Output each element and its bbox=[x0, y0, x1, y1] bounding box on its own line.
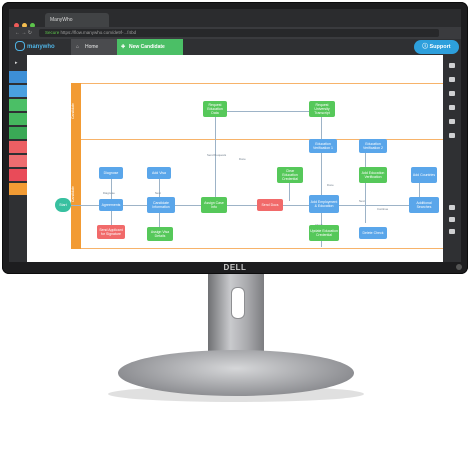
publish-icon[interactable] bbox=[449, 77, 455, 82]
flow-node-update-education-credential[interactable]: Update Education Credential bbox=[309, 225, 339, 241]
maximize-icon[interactable] bbox=[30, 23, 35, 28]
help-icon: ⓘ bbox=[422, 44, 428, 50]
sidebar-item-page[interactable] bbox=[9, 85, 27, 97]
flow-node-candidate-info[interactable]: Candidate Information bbox=[147, 197, 175, 213]
flow-node-request-university-transcript[interactable]: Request University Transcript bbox=[309, 101, 335, 117]
edit-icon[interactable] bbox=[449, 91, 455, 96]
zoom-out-icon[interactable] bbox=[449, 217, 455, 222]
zoom-in-icon[interactable] bbox=[449, 205, 455, 210]
flow-node-diagnose[interactable]: Diagnose bbox=[99, 167, 123, 179]
address-bar[interactable]: Secure https://flow.manywho.com/de9f-...… bbox=[39, 29, 439, 37]
sidebar-item-step[interactable] bbox=[9, 71, 27, 83]
brand-logo-icon bbox=[15, 41, 25, 52]
flow-node-education-verification-2[interactable]: Education Verification 2 bbox=[359, 139, 387, 153]
flow-node-delete-check[interactable]: Delete Check bbox=[359, 227, 387, 239]
connector[interactable] bbox=[173, 205, 201, 206]
flow-node-add-employment[interactable]: Add Employment & Education bbox=[309, 195, 339, 213]
browser-titlebar bbox=[9, 9, 461, 28]
fit-icon[interactable] bbox=[449, 229, 455, 234]
lane-border-top bbox=[81, 83, 443, 84]
flow-node-clear-education-credential[interactable]: Clear Education Credential bbox=[277, 167, 303, 183]
tab-home-label: Home bbox=[85, 44, 99, 50]
secure-label: Secure bbox=[45, 30, 60, 35]
flow-node-education-verification-1[interactable]: Education Verification 1 bbox=[309, 139, 337, 153]
monitor-cable-slot bbox=[231, 287, 245, 319]
flow-node-add-countries[interactable]: Add Countries bbox=[411, 167, 437, 183]
brand-name: manywho bbox=[27, 44, 55, 50]
connector[interactable] bbox=[333, 205, 409, 206]
swimlane-top[interactable]: Candidate bbox=[71, 83, 81, 139]
sidebar-item-swimlane[interactable] bbox=[9, 183, 27, 195]
tab-home[interactable]: ⌂ Home bbox=[71, 39, 117, 55]
monitor-logo: DELL bbox=[223, 263, 247, 272]
sidebar-item-decision[interactable] bbox=[9, 99, 27, 111]
brand-logo: manywho bbox=[15, 41, 55, 53]
window-controls[interactable] bbox=[14, 15, 38, 33]
tab-new-candidate[interactable]: ✚New Candidate bbox=[117, 39, 183, 55]
sidebar-item-operator[interactable] bbox=[9, 113, 27, 125]
tab-new-candidate-label: New Candidate bbox=[129, 44, 165, 50]
swimlane-bottom[interactable]: Candidate bbox=[71, 139, 81, 249]
share-icon[interactable] bbox=[449, 105, 455, 110]
flow-node-agreements[interactable]: Agreements bbox=[99, 199, 123, 211]
sidebar-item-navigate[interactable]: ▸ bbox=[9, 57, 27, 69]
arrow-icon: ▸ bbox=[15, 60, 18, 66]
right-toolbar bbox=[443, 55, 461, 262]
connector[interactable] bbox=[123, 205, 147, 206]
flow-node-add-visa[interactable]: Add Visa bbox=[147, 167, 171, 179]
flow-node-add-education-verification[interactable]: Add Education Verification bbox=[359, 167, 387, 183]
flow-node-assign-case[interactable]: Assign Case Info bbox=[201, 197, 227, 213]
support-button[interactable]: ⓘ Support bbox=[414, 40, 459, 54]
flow-node-send-applicant[interactable]: Send Applicant for Signature bbox=[97, 225, 125, 239]
flow-canvas[interactable]: Candidate Candidate Diagnose Next Send R… bbox=[27, 55, 443, 262]
nav-arrows-icon[interactable]: ← → ↻ bbox=[15, 30, 32, 36]
run-icon[interactable] bbox=[449, 119, 455, 124]
browser-tab[interactable]: ManyWho bbox=[45, 13, 109, 27]
screen: ManyWho ← → ↻ Secure https://flow.manywh… bbox=[9, 9, 461, 262]
sidebar-item-database[interactable] bbox=[9, 127, 27, 139]
connector[interactable] bbox=[63, 205, 99, 206]
connector[interactable] bbox=[215, 117, 216, 199]
swimlane-top-label: Candidate bbox=[71, 103, 75, 119]
flow-node-additional-searches[interactable]: Additional Searches bbox=[409, 197, 439, 213]
left-toolbar: ▸ bbox=[9, 55, 27, 262]
flow-node-start[interactable]: Start bbox=[55, 198, 71, 212]
sidebar-item-message[interactable] bbox=[9, 141, 27, 153]
connector[interactable] bbox=[283, 205, 309, 206]
connector[interactable] bbox=[289, 175, 290, 201]
power-button[interactable] bbox=[456, 264, 462, 270]
lane-border-bottom bbox=[81, 248, 443, 249]
minimize-icon[interactable] bbox=[22, 23, 27, 28]
home-icon: ⌂ bbox=[76, 44, 80, 50]
save-icon[interactable] bbox=[449, 63, 455, 68]
lane-border-middle bbox=[81, 139, 443, 140]
connector[interactable] bbox=[227, 205, 257, 206]
connector[interactable] bbox=[365, 153, 366, 223]
connector[interactable] bbox=[419, 177, 420, 201]
url-text: https://flow.manywho.com/de9f-...f4bd bbox=[60, 30, 137, 35]
support-label: Support bbox=[429, 44, 451, 50]
connector[interactable] bbox=[321, 117, 322, 247]
close-icon[interactable] bbox=[14, 23, 19, 28]
sidebar-item-delete[interactable] bbox=[9, 169, 27, 181]
history-icon[interactable] bbox=[449, 133, 455, 138]
flow-node-request-education-data[interactable]: Request Education Data bbox=[203, 101, 227, 117]
connector[interactable] bbox=[227, 111, 309, 112]
flow-node-send-docs[interactable]: Send Docs bbox=[257, 199, 283, 211]
monitor-base bbox=[118, 350, 354, 396]
flow-icon: ✚ bbox=[121, 44, 126, 50]
sidebar-item-return[interactable] bbox=[9, 155, 27, 167]
swimlane-bottom-label: Candidate bbox=[71, 186, 75, 202]
flow-node-assign-visa[interactable]: Assign Visa Details bbox=[147, 227, 173, 241]
